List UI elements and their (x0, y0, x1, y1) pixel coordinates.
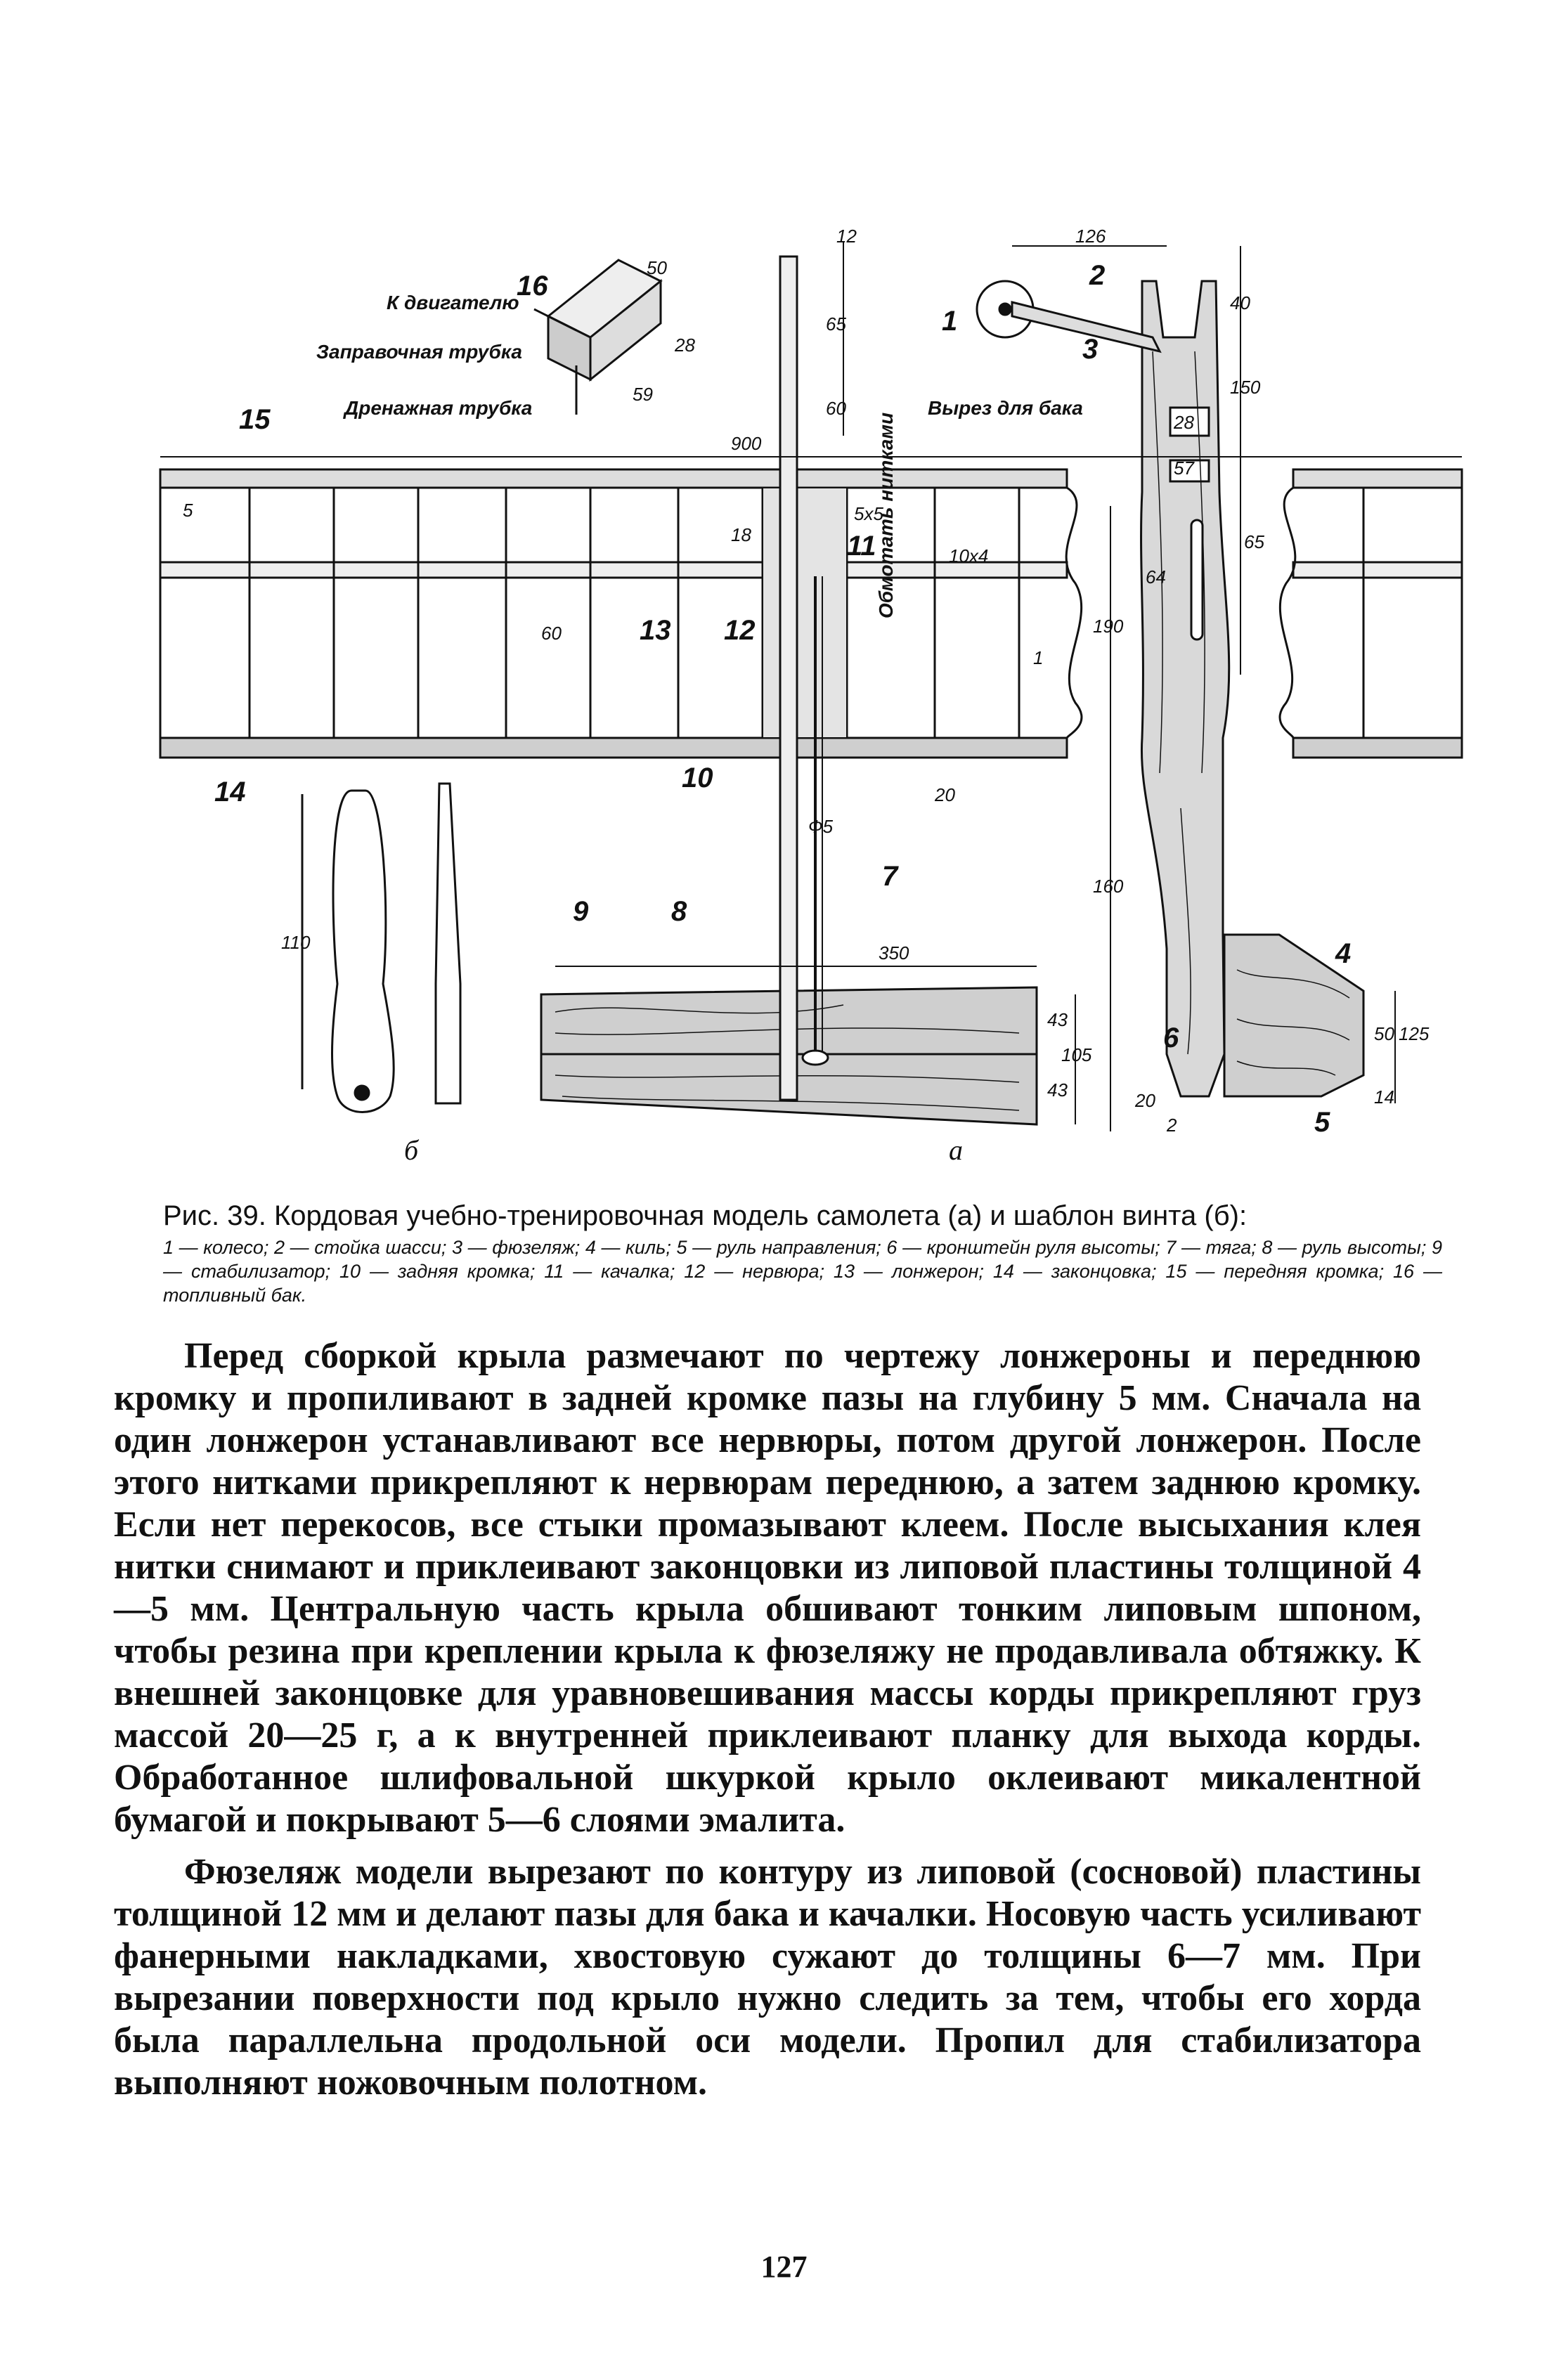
callout-13: 13 (640, 615, 671, 646)
label-fuel-tube: Заправочная трубка (316, 341, 522, 363)
dim-60: 60 (826, 398, 846, 419)
page-number: 127 (760, 2250, 808, 2284)
label-tank-cutout: Вырез для бака (928, 397, 1083, 419)
callout-14: 14 (214, 777, 246, 807)
callout-15: 15 (239, 404, 271, 435)
paragraph-fuselage: Фюзеляж модели вырезают по контуру из ли… (114, 1852, 1421, 2103)
dim-18: 18 (731, 524, 751, 545)
callout-12: 12 (724, 615, 756, 646)
callout-4: 4 (1335, 938, 1351, 969)
dim-1: 1 (1033, 647, 1043, 668)
dim-125: 125 (1399, 1023, 1430, 1044)
dim-150: 150 (1230, 377, 1261, 398)
dim-5: 5 (183, 500, 193, 521)
callout-8: 8 (671, 896, 687, 927)
dim-20-bracket: 20 (1134, 1090, 1155, 1111)
dim-20: 20 (934, 784, 955, 805)
dim-50-fin: 50 (1374, 1023, 1394, 1044)
dim-10x4: 10x4 (949, 545, 988, 566)
dim-65-fuselage: 65 (1244, 531, 1264, 552)
dim-64: 64 (1146, 566, 1166, 588)
dim-5x5: 5x5 (854, 503, 883, 524)
body-text: Перед сборкой крыла размечают по чертежу… (114, 1335, 1421, 2114)
dim-phi5: Ф5 (808, 816, 834, 837)
dimension-lines (160, 242, 1462, 1131)
model-airplane-drawing: К двигателю Заправочная трубка Дренажная… (159, 226, 1463, 1166)
dim-110: 110 (281, 932, 311, 953)
dim-65: 65 (826, 313, 846, 335)
figure-caption: Рис. 39. Кордовая учебно-тренировочная м… (163, 1199, 1442, 1307)
dim-28-tank: 28 (1173, 412, 1194, 433)
fuel-tank (533, 259, 663, 415)
dim-43-top: 43 (1047, 1009, 1068, 1030)
callout-11: 11 (847, 531, 876, 562)
callout-10: 10 (682, 762, 713, 793)
dim-60-rib-spacing: 60 (541, 623, 562, 644)
dim-2: 2 (1166, 1115, 1177, 1136)
dim-28: 28 (674, 335, 695, 356)
callout-5: 5 (1314, 1107, 1330, 1138)
figure-text: К двигателю Заправочная трубка Дренажная… (183, 226, 1430, 1166)
dim-57: 57 (1174, 457, 1195, 479)
callout-6: 6 (1163, 1023, 1179, 1053)
wing (159, 468, 1463, 759)
sublabel-b: б (404, 1134, 420, 1166)
fuselage (1140, 280, 1231, 1098)
sublabel-a: а (949, 1134, 963, 1166)
dim-126: 126 (1075, 226, 1106, 247)
label-drain-tube: Дренажная трубка (343, 397, 532, 419)
dim-190: 190 (1093, 616, 1124, 637)
dim-50: 50 (647, 257, 667, 278)
label-thread-wrap: Обмотать нитками (875, 413, 897, 618)
dim-40: 40 (1230, 292, 1250, 313)
dim-350: 350 (879, 942, 909, 963)
dim-14: 14 (1374, 1086, 1394, 1108)
callout-9: 9 (573, 896, 589, 927)
paragraph-wing-assembly: Перед сборкой крыла размечают по чертежу… (114, 1336, 1421, 1840)
callout-2: 2 (1089, 260, 1105, 291)
wheel-and-strut (976, 280, 1162, 353)
fin-and-rudder (1223, 933, 1365, 1098)
propeller-template (301, 782, 462, 1113)
dim-12: 12 (836, 226, 857, 247)
caption-legend: 1 — колесо; 2 — стойка шасси; 3 — фюзеля… (163, 1237, 1442, 1306)
pushrod-and-gear (779, 255, 829, 1101)
dim-105: 105 (1061, 1044, 1092, 1065)
label-engine: К двигателю (387, 292, 519, 313)
dim-59: 59 (633, 384, 653, 405)
caption-title: Рис. 39. Кордовая учебно-тренировочная м… (163, 1200, 1248, 1231)
dim-900: 900 (731, 433, 762, 454)
callout-3: 3 (1082, 334, 1098, 365)
callout-7: 7 (882, 861, 899, 892)
callout-16: 16 (517, 271, 548, 301)
dim-160: 160 (1093, 876, 1124, 897)
dim-43-bottom: 43 (1047, 1079, 1068, 1101)
callout-1: 1 (942, 306, 957, 337)
